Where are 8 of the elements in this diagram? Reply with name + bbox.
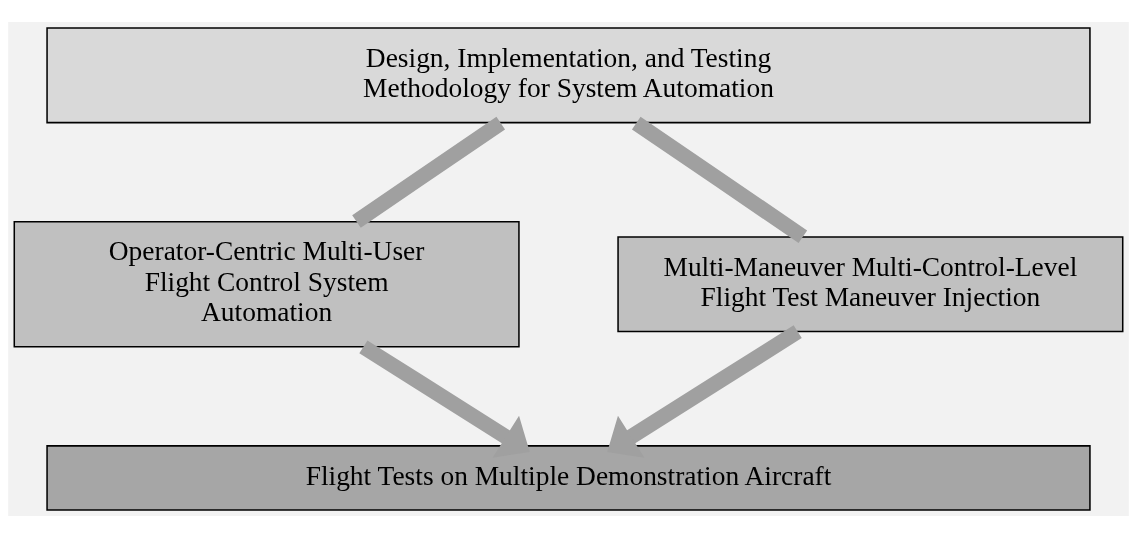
node-box: Operator-Centric Multi-User Flight Control System Automation [13,220,520,347]
node-box: Flight Tests on Multiple Demonstration Aircraft [46,444,1091,511]
node-box: Design, Implementation, and Testing Methodology for System Automation [46,26,1091,123]
connector [352,116,506,228]
arrow [359,339,530,458]
connector [631,116,808,243]
arrow [607,324,802,458]
node-box: Multi-Maneuver Multi-Control-Level Flight Test Maneuver Injection [617,235,1124,332]
